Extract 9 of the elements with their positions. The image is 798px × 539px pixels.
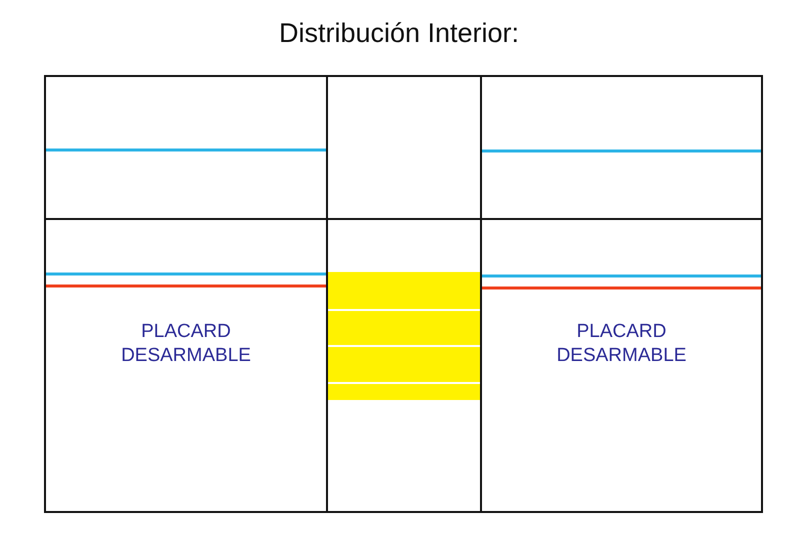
wardrobe-compartment [480,75,763,220]
compartment-label: PLACARD DESARMABLE [120,320,252,368]
compartment-label: PLACARD DESARMABLE [556,320,688,368]
drawer-unit [328,272,480,400]
wardrobe-compartment [44,220,328,513]
wardrobe-compartment [328,75,480,220]
diagram-title: Distribución Interior: [278,18,520,49]
wardrobe-compartment [480,220,763,513]
wardrobe-compartment [44,75,328,220]
